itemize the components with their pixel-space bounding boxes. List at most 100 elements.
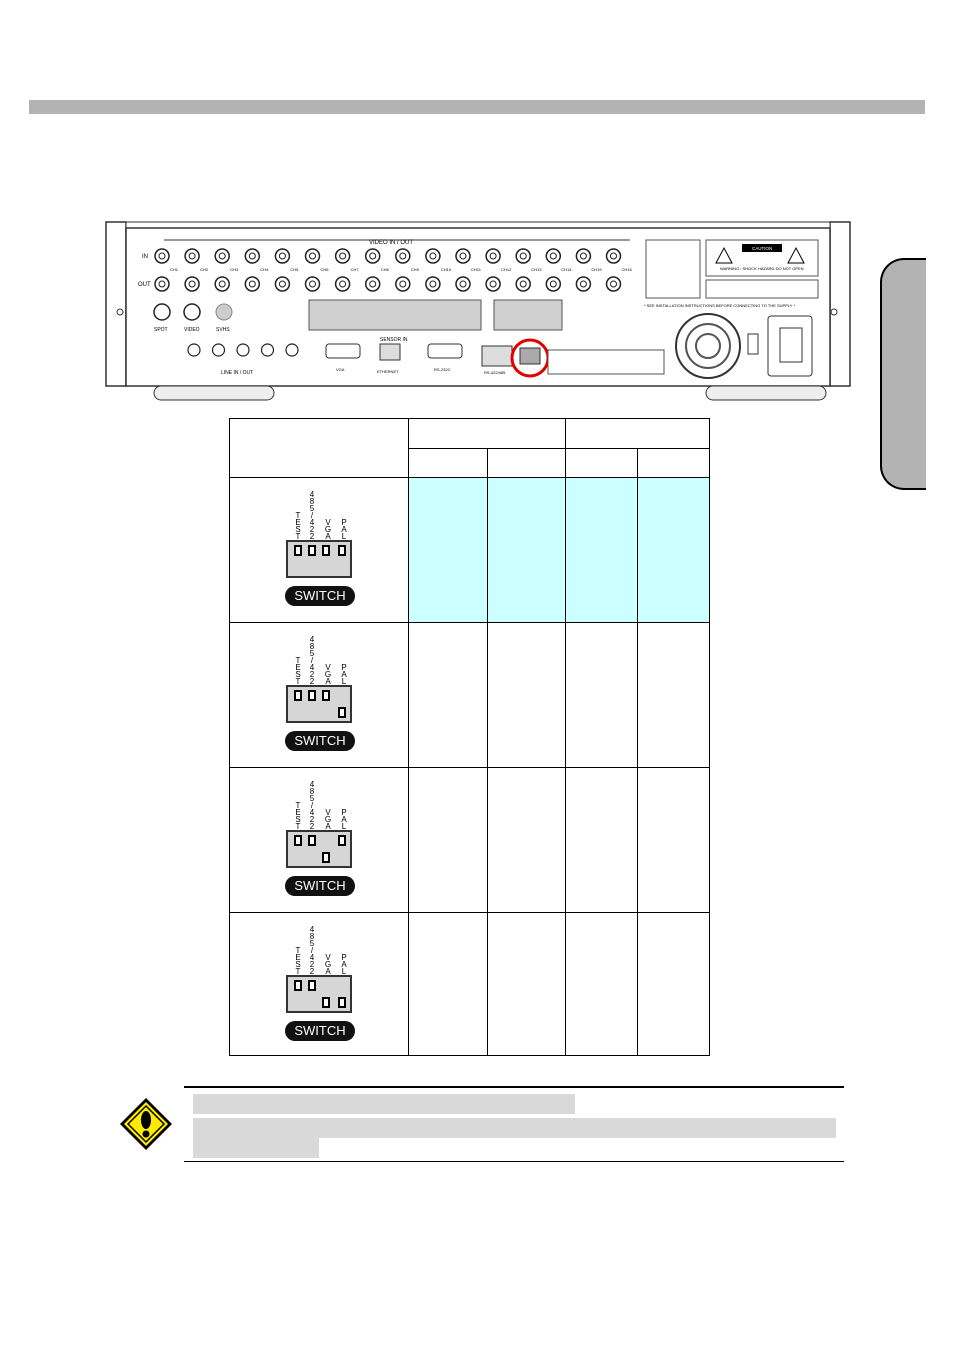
warning-label: WARNING : SHOCK HAZARD-DO NOT OPEN. xyxy=(720,266,805,271)
value-cell xyxy=(565,912,638,1056)
caution-note xyxy=(184,1086,844,1162)
bnc-connector xyxy=(244,248,261,264)
channel-label: CH3 xyxy=(230,267,239,272)
bnc-connector xyxy=(334,248,351,264)
header-sub-1 xyxy=(408,448,488,478)
warning-icon xyxy=(118,1096,174,1152)
channel-label: CH12 xyxy=(501,267,512,272)
bnc-connector xyxy=(153,303,171,321)
dip-toggle xyxy=(294,980,302,991)
rca-connector xyxy=(211,343,226,357)
rs232-label: RS-232C xyxy=(434,367,451,372)
bnc-connector xyxy=(154,248,170,264)
rca-connector xyxy=(285,343,299,357)
header-group-2 xyxy=(565,418,710,449)
bnc-connector xyxy=(274,276,291,292)
value-cell xyxy=(487,767,566,913)
bnc-connector xyxy=(184,276,200,292)
rca-connector xyxy=(260,343,275,357)
dip-toggle xyxy=(322,690,330,701)
channel-label: CH11 xyxy=(471,267,482,272)
dip-toggle xyxy=(338,835,346,846)
bnc-connector xyxy=(214,248,230,264)
note-line-2 xyxy=(193,1118,836,1138)
in-label: IN xyxy=(142,254,148,260)
dip-toggle xyxy=(294,545,302,556)
value-cell xyxy=(487,912,566,1056)
bnc-connector xyxy=(244,276,261,292)
supply-note: * SEE INSTALLATION INSTRUCTIONS BEFORE C… xyxy=(644,303,796,308)
bnc-connector xyxy=(515,276,531,292)
header-sub-3 xyxy=(565,448,638,478)
dip-switch-body xyxy=(286,975,352,1013)
header-sub-4 xyxy=(637,448,710,478)
svhs-connector xyxy=(215,303,233,321)
value-cell xyxy=(637,912,710,1056)
channel-label: CH9 xyxy=(411,267,420,272)
channel-label: CH14 xyxy=(561,267,572,272)
bnc-connector xyxy=(304,248,321,264)
header-group-1 xyxy=(408,418,566,449)
channel-label: CH1 xyxy=(170,267,179,272)
bnc-connector xyxy=(274,248,291,264)
bnc-connector xyxy=(455,248,471,264)
bnc-connector xyxy=(545,276,562,292)
value-cell xyxy=(408,622,488,768)
value-cell xyxy=(637,622,710,768)
header-switch-cell xyxy=(229,418,409,478)
bnc-connector xyxy=(425,276,441,292)
bnc-connector xyxy=(364,248,381,264)
value-cell xyxy=(565,622,638,768)
bnc-connector xyxy=(395,248,411,264)
dip-toggle xyxy=(338,545,346,556)
bnc-connector xyxy=(304,276,321,292)
vga-label: VGA xyxy=(336,367,345,372)
ethernet-label: ETHERNET xyxy=(377,369,399,374)
channel-label: CH2 xyxy=(200,267,209,272)
value-cell xyxy=(487,477,566,623)
dip-switch-body xyxy=(286,540,352,578)
bnc-connector xyxy=(455,276,471,292)
switch-label: SWITCH xyxy=(285,876,355,896)
dip-toggle xyxy=(322,545,330,556)
channel-label: CH6 xyxy=(321,267,330,272)
bnc-connector xyxy=(214,276,230,292)
dip-switch-body xyxy=(286,685,352,723)
bnc-connector xyxy=(334,276,351,292)
bnc-connector xyxy=(485,276,501,292)
bnc-connector xyxy=(154,276,170,292)
bnc-connector xyxy=(515,248,531,264)
bnc-connector xyxy=(184,248,200,264)
video-label: VIDEO xyxy=(184,327,200,333)
bnc-connector xyxy=(485,248,501,264)
dip-toggle xyxy=(322,997,330,1008)
value-cell xyxy=(408,912,488,1056)
dip-toggle xyxy=(308,545,316,556)
value-cell xyxy=(565,767,638,913)
bnc-connector xyxy=(425,248,441,264)
